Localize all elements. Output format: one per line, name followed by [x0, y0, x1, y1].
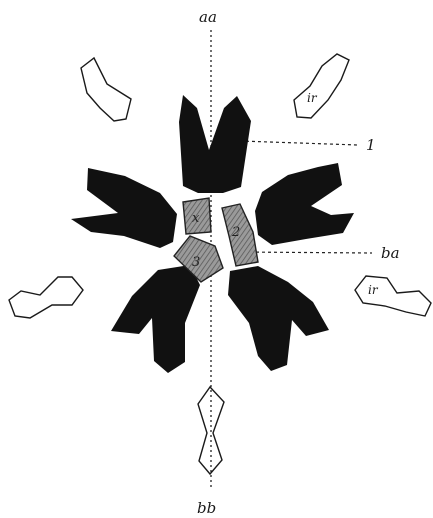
leader-line-lower [238, 252, 372, 253]
outline-shape-upper-left [81, 58, 131, 121]
outline-shape-right [355, 276, 431, 316]
label-inner-x: x [192, 211, 200, 226]
leader-line-upper [240, 141, 358, 145]
outline-shape-left [9, 277, 83, 318]
label-top-axis: aa [199, 8, 217, 26]
petal-lower-right [228, 266, 329, 371]
label-upper-right-outline: ir [307, 91, 318, 105]
label-bottom-axis: bb [197, 499, 216, 517]
outline-shape-upper-right [294, 54, 349, 118]
petal-lower-left [111, 265, 200, 373]
label-inner-2: 2 [231, 225, 240, 240]
petal-upper-left [71, 168, 177, 248]
label-right-upper: 1 [366, 136, 376, 154]
label-right-lower: ba [381, 244, 400, 262]
petal-upper-right [255, 163, 354, 245]
petal-top [179, 95, 251, 193]
label-lower-right-outline: ir [368, 283, 379, 297]
label-inner-3: 3 [192, 255, 200, 270]
